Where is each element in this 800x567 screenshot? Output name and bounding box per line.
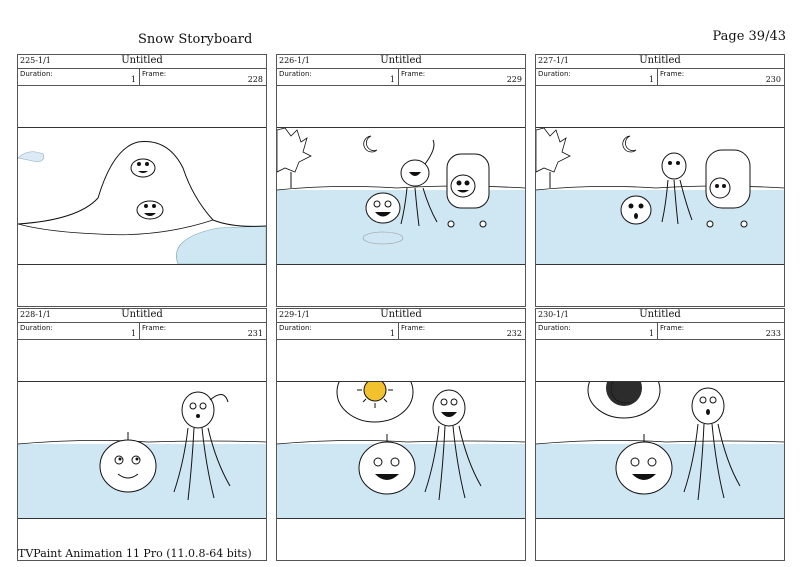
duration-cell: Duration: 1 (277, 323, 399, 339)
frame-cell: Frame: 230 (658, 69, 784, 85)
scene-number: 229-1/1 (279, 310, 310, 319)
scene-number: 230-1/1 (538, 310, 569, 319)
duration-label: Duration: (20, 70, 53, 78)
storyboard-panel[interactable]: 228-1/1 Untitled Duration: 1 Frame: 231 (17, 308, 267, 561)
duration-value: 1 (130, 329, 136, 338)
frame-label: Frame: (401, 324, 426, 332)
panel-header: 229-1/1 Untitled (277, 309, 525, 323)
frame-label: Frame: (660, 70, 685, 78)
storyboard-panel[interactable]: 229-1/1 Untitled Duration: 1 Frame: 232 (276, 308, 526, 561)
panel-meta: Duration: 1 Frame: 229 (277, 69, 525, 86)
storyboard-panel[interactable]: 227-1/1 Untitled Duration: 1 Frame: 230 (535, 54, 785, 307)
frame-value: 233 (765, 329, 781, 338)
duration-cell: Duration: 1 (18, 323, 140, 339)
page-number: Page 39/43 (712, 29, 786, 44)
panel-drawing (536, 127, 784, 265)
scene-number: 228-1/1 (20, 310, 51, 319)
duration-cell: Duration: 1 (536, 69, 658, 85)
frame-value: 229 (506, 75, 522, 84)
scene-number: 225-1/1 (20, 56, 51, 65)
panel-header: 226-1/1 Untitled (277, 55, 525, 69)
snow-mound-drawing (18, 141, 266, 264)
panel-name: Untitled (121, 55, 163, 66)
panel-drawing (536, 381, 784, 519)
frame-cell: Frame: 229 (399, 69, 525, 85)
panel-name: Untitled (380, 309, 422, 320)
panel-name: Untitled (639, 55, 681, 66)
frame-cell: Frame: 233 (658, 323, 784, 339)
panel-name: Untitled (639, 309, 681, 320)
frame-label: Frame: (142, 324, 167, 332)
duration-label: Duration: (20, 324, 53, 332)
frame-cell: Frame: 228 (140, 69, 266, 85)
duration-value: 1 (648, 329, 654, 338)
duration-label: Duration: (538, 70, 571, 78)
panel-meta: Duration: 1 Frame: 233 (536, 323, 784, 340)
frame-label: Frame: (660, 324, 685, 332)
duration-value: 1 (130, 75, 136, 84)
panel-drawing (18, 127, 266, 265)
panel-meta: Duration: 1 Frame: 232 (277, 323, 525, 340)
panel-meta: Duration: 1 Frame: 231 (18, 323, 266, 340)
frame-value: 230 (765, 75, 781, 84)
moon-thought-drawing (536, 382, 784, 518)
duration-value: 1 (389, 75, 395, 84)
panel-drawing (277, 127, 525, 265)
panel-name: Untitled (380, 55, 422, 66)
frame-value: 228 (247, 75, 263, 84)
duration-label: Duration: (538, 324, 571, 332)
storyboard-panel[interactable]: 226-1/1 Untitled Duration: 1 Frame: 229 (276, 54, 526, 307)
duration-label: Duration: (279, 70, 312, 78)
frame-cell: Frame: 231 (140, 323, 266, 339)
characters-on-ice-drawing (536, 128, 784, 264)
duration-value: 1 (648, 75, 654, 84)
duration-cell: Duration: 1 (18, 69, 140, 85)
frame-cell: Frame: 232 (399, 323, 525, 339)
characters-on-ice-drawing (277, 128, 525, 264)
duration-cell: Duration: 1 (277, 69, 399, 85)
scene-number: 226-1/1 (279, 56, 310, 65)
frame-value: 232 (506, 329, 522, 338)
panel-header: 230-1/1 Untitled (536, 309, 784, 323)
duration-value: 1 (389, 329, 395, 338)
panel-header: 227-1/1 Untitled (536, 55, 784, 69)
panel-meta: Duration: 1 Frame: 228 (18, 69, 266, 86)
panel-header: 225-1/1 Untitled (18, 55, 266, 69)
duration-cell: Duration: 1 (536, 323, 658, 339)
scene-number: 227-1/1 (538, 56, 569, 65)
storyboard-title: Snow Storyboard (138, 32, 253, 47)
panel-drawing (277, 381, 525, 519)
panel-header: 228-1/1 Untitled (18, 309, 266, 323)
storyboard-panel[interactable]: 225-1/1 Untitled Duration: 1 Frame: 228 (17, 54, 267, 307)
panel-meta: Duration: 1 Frame: 230 (536, 69, 784, 86)
sun-thought-drawing (277, 382, 525, 518)
frame-label: Frame: (401, 70, 426, 78)
frame-value: 231 (247, 329, 263, 338)
panel-name: Untitled (121, 309, 163, 320)
app-version-footer: TVPaint Animation 11 Pro (11.0.8-64 bits… (18, 547, 252, 560)
frame-label: Frame: (142, 70, 167, 78)
storyboard-panel[interactable]: 230-1/1 Untitled Duration: 1 Frame: 233 (535, 308, 785, 561)
panel-drawing (18, 381, 266, 519)
duration-label: Duration: (279, 324, 312, 332)
pumpkin-and-squid-drawing (18, 391, 266, 518)
